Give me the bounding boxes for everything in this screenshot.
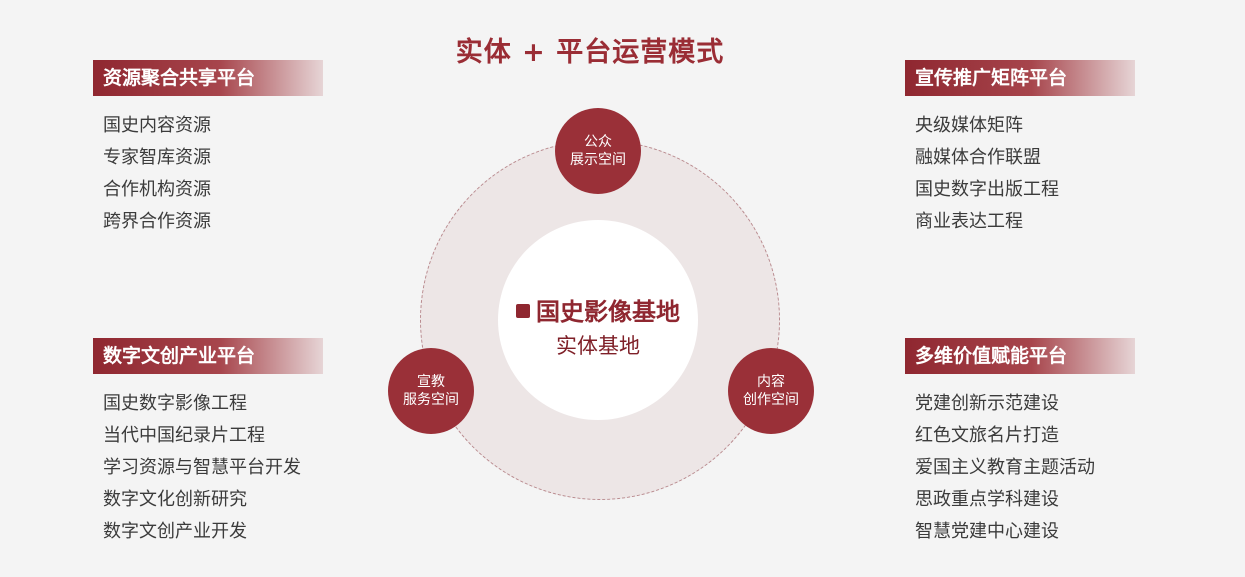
logo-text: 国史影像基地 [536,297,680,326]
panel-heading: 资源聚合共享平台 [93,60,323,96]
panel-digital-creative: 数字文创产业平台 国史数字影像工程 当代中国纪录片工程 学习资源与智慧平台开发 … [93,338,323,548]
page-title: 实体 + 平台运营模式 [455,37,725,68]
panel-list: 央级媒体矩阵 融媒体合作联盟 国史数字出版工程 商业表达工程 [915,110,1135,238]
node-public-display: 公众 展示空间 [555,108,641,194]
list-item: 思政重点学科建设 [915,489,1059,510]
seal-icon [516,303,530,318]
panel-heading: 宣传推广矩阵平台 [905,60,1135,96]
logo: 国史影像基地 [498,292,698,327]
list-item: 红色文旅名片打造 [915,425,1059,446]
node-line1: 公众 [584,134,612,150]
list-item: 国史数字影像工程 [103,393,247,414]
list-item: 央级媒体矩阵 [915,115,1023,136]
panel-list: 党建创新示范建设 红色文旅名片打造 爱国主义教育主题活动 思政重点学科建设 智慧… [915,388,1135,548]
list-item: 数字文创产业开发 [103,521,247,542]
list-item: 合作机构资源 [103,179,211,200]
center-label: 实体基地 [556,334,640,358]
list-item: 商业表达工程 [915,211,1023,232]
panel-heading: 多维价值赋能平台 [905,338,1135,374]
node-line2: 创作空间 [743,392,799,408]
list-item: 国史数字出版工程 [915,179,1059,200]
node-line1: 宣教 [417,374,445,390]
list-item: 数字文化创新研究 [103,489,247,510]
panel-heading: 数字文创产业平台 [93,338,323,374]
panel-value-empowerment: 多维价值赋能平台 党建创新示范建设 红色文旅名片打造 爱国主义教育主题活动 思政… [905,338,1135,548]
node-line2: 服务空间 [403,392,459,408]
panel-list: 国史数字影像工程 当代中国纪录片工程 学习资源与智慧平台开发 数字文化创新研究 … [103,388,323,548]
list-item: 融媒体合作联盟 [915,147,1041,168]
panel-resource-sharing: 资源聚合共享平台 国史内容资源 专家智库资源 合作机构资源 跨界合作资源 [93,60,323,238]
panel-promotion-matrix: 宣传推广矩阵平台 央级媒体矩阵 融媒体合作联盟 国史数字出版工程 商业表达工程 [905,60,1135,238]
list-item: 智慧党建中心建设 [915,521,1059,542]
center-diagram: 国史影像基地 实体基地 公众 展示空间 宣教 服务空间 内容 创作空间 [388,108,814,500]
list-item: 当代中国纪录片工程 [103,425,265,446]
list-item: 专家智库资源 [103,147,211,168]
list-item: 国史内容资源 [103,115,211,136]
list-item: 学习资源与智慧平台开发 [103,457,301,478]
node-line1: 内容 [757,374,785,390]
list-item: 党建创新示范建设 [915,393,1059,414]
panel-list: 国史内容资源 专家智库资源 合作机构资源 跨界合作资源 [103,110,323,238]
node-line2: 展示空间 [570,152,626,168]
list-item: 跨界合作资源 [103,211,211,232]
node-education-service: 宣教 服务空间 [388,348,474,434]
node-content-creation: 内容 创作空间 [728,348,814,434]
list-item: 爱国主义教育主题活动 [915,457,1095,478]
center-circle: 国史影像基地 实体基地 [498,220,698,420]
